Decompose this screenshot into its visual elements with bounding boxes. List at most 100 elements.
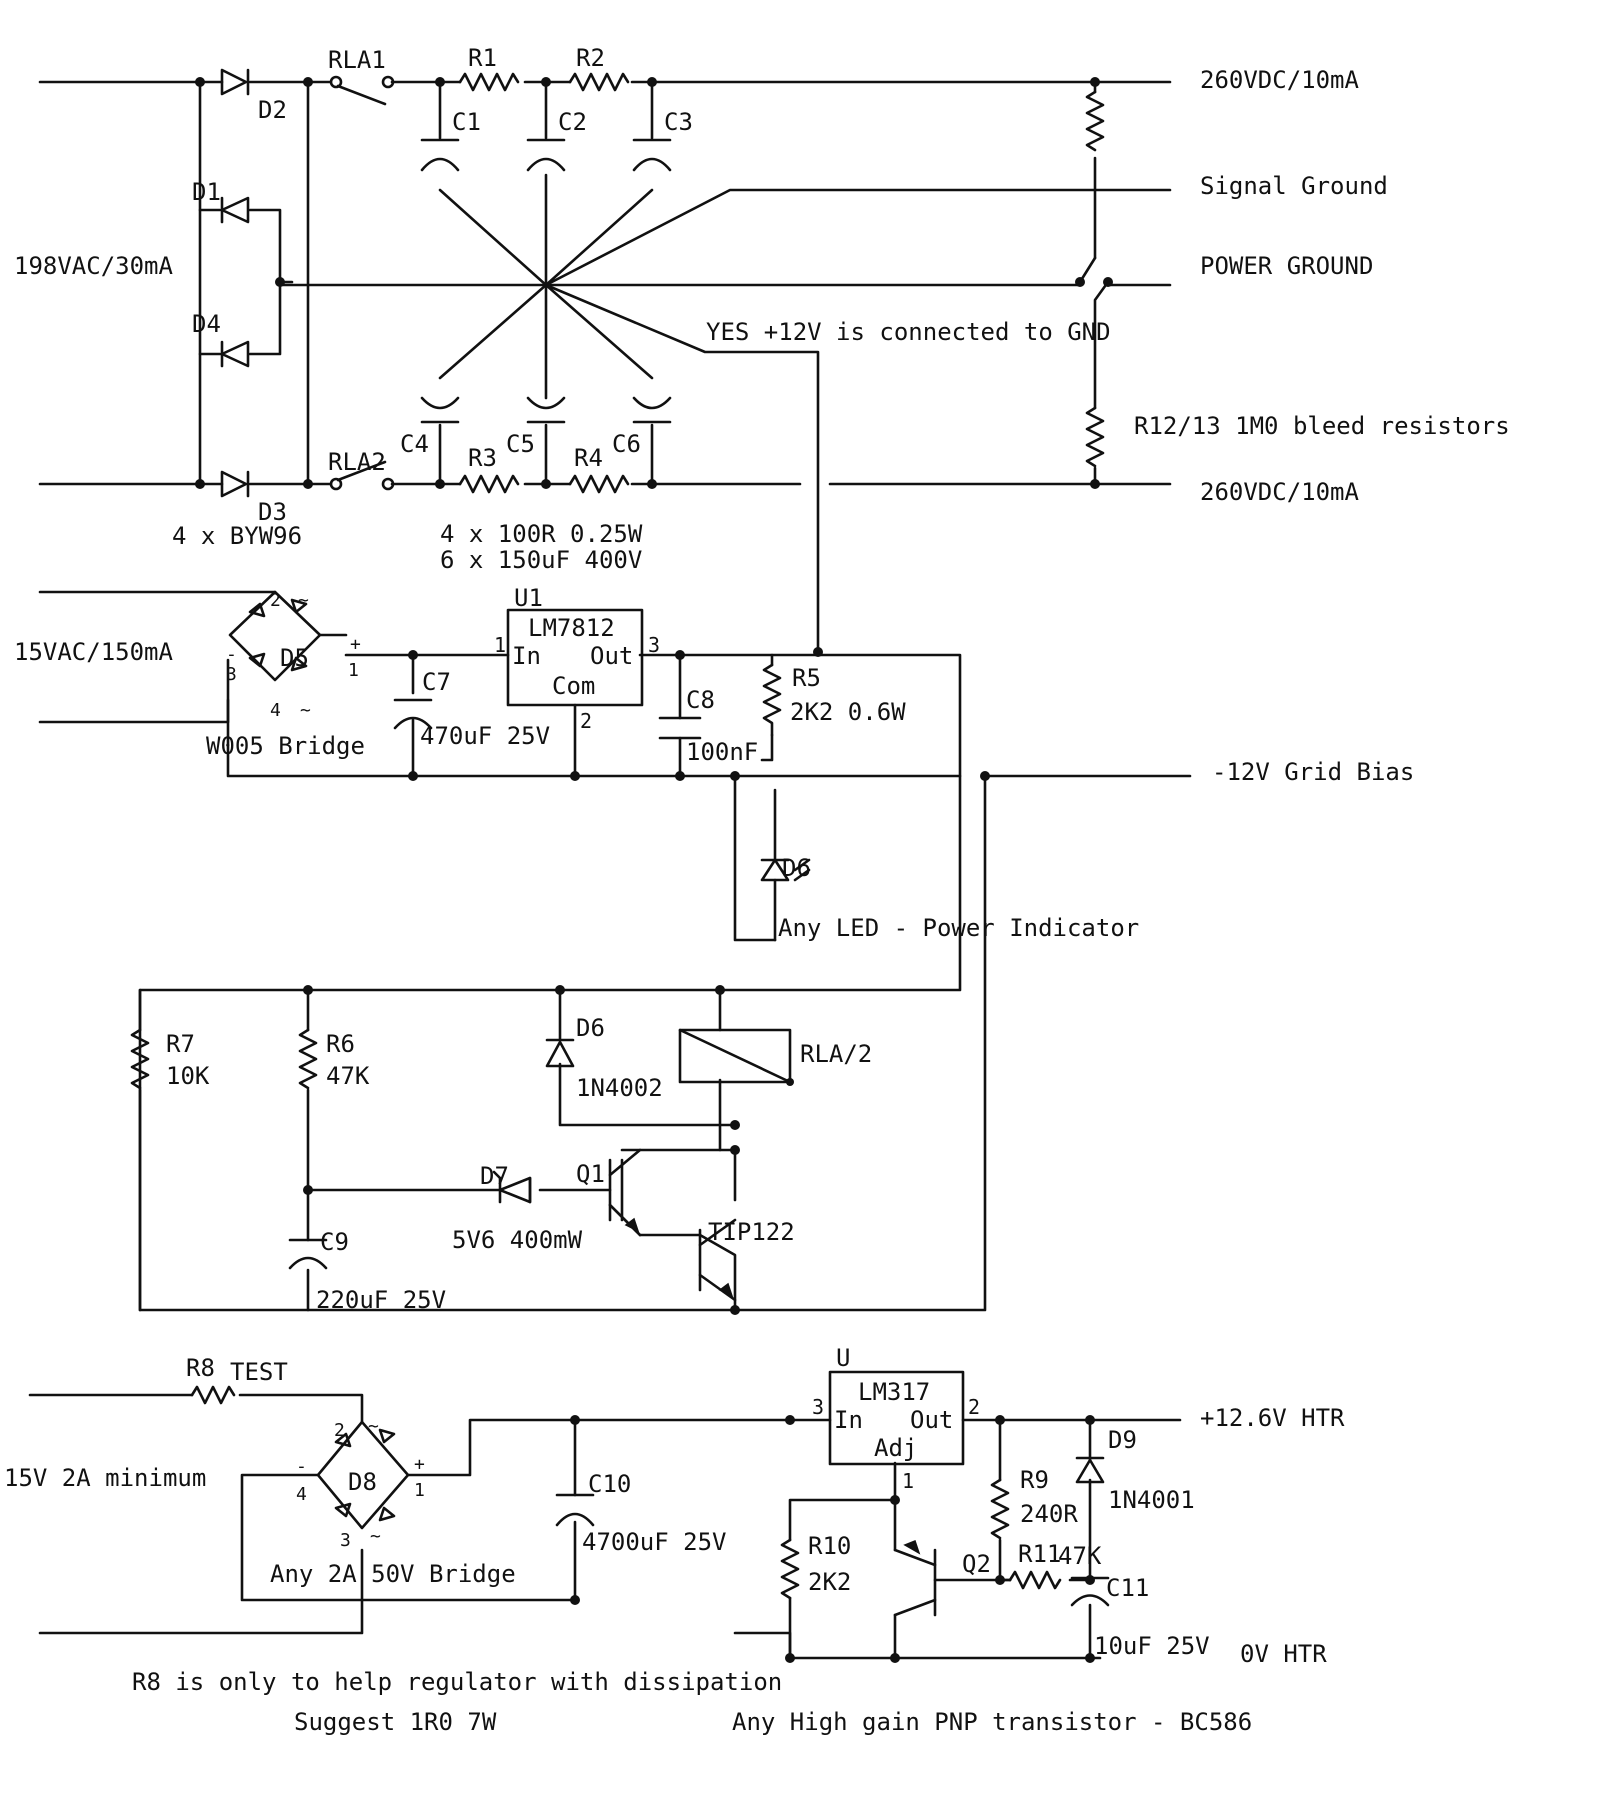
ref-c10: C10 — [588, 1470, 631, 1498]
d8-ac-b: ~ — [370, 1526, 381, 1547]
ref-r3: R3 — [468, 444, 497, 472]
diode-d6-1n4002 — [545, 1038, 575, 1068]
diode-d1-symbol — [220, 196, 250, 224]
bridge-d8-label: Any 2A 50V Bridge — [270, 1560, 516, 1588]
ref-r2: R2 — [576, 44, 605, 72]
ref-r11: R11 — [1018, 1540, 1061, 1568]
delay-wiring — [138, 988, 737, 1312]
r7-value: 10K — [166, 1062, 210, 1090]
u1-pin-out: Out — [590, 642, 633, 670]
u2-pin-out: Out — [910, 1406, 953, 1434]
resistor-r9 — [990, 1478, 1010, 1540]
bias-wiring — [38, 590, 1192, 1312]
ref-r7: R7 — [166, 1030, 195, 1058]
rail-bottom-label: 260VDC/10mA — [1200, 478, 1359, 506]
ref-rla2: RLA2 — [328, 448, 386, 476]
ref-d9: D9 — [1108, 1426, 1137, 1454]
bleed-note: R12/13 1M0 bleed resistors — [1134, 412, 1510, 440]
ref-u2: U — [836, 1344, 850, 1372]
d8-p2: 2 — [334, 1420, 345, 1441]
zener-d7-symbol — [492, 1170, 532, 1204]
resistor-r8 — [190, 1385, 236, 1405]
d9-part: 1N4001 — [1108, 1486, 1195, 1514]
capacitor-c1 — [420, 138, 460, 172]
capacitor-c8 — [658, 716, 702, 740]
d5-ac-b: ~ — [300, 700, 311, 721]
relay-contact-rla2 — [329, 460, 395, 491]
bias-components — [228, 590, 990, 882]
u1-pin-in: In — [512, 642, 541, 670]
capacitor-c2 — [526, 138, 566, 172]
r6-value: 47K — [326, 1062, 370, 1090]
d5-p2: 2 — [270, 590, 281, 611]
ref-r8: R8 — [186, 1354, 215, 1382]
hv-wiring — [38, 80, 1172, 654]
led-note: Any LED - Power Indicator — [778, 914, 1139, 942]
resistor-r4 — [568, 474, 630, 494]
u1-p2: 2 — [580, 709, 592, 733]
c7-value: 470uF 25V — [420, 722, 550, 750]
bridge-d5-symbol — [228, 590, 348, 682]
c10-value: 4700uF 25V — [582, 1528, 727, 1556]
resistor-r3 — [458, 474, 520, 494]
r5-value: 2K2 0.6W — [790, 698, 906, 726]
bridge-d8-symbol — [316, 1420, 410, 1530]
relay-coil-rla — [678, 1028, 794, 1086]
capacitor-c7 — [393, 698, 433, 730]
d5-minus: - — [226, 644, 237, 665]
ref-d4: D4 — [192, 310, 221, 338]
capacitor-c5 — [526, 396, 566, 424]
ac-heater-input-label: 15V 2A minimum — [4, 1464, 206, 1492]
ref-q1: Q1 — [576, 1160, 605, 1188]
capacitor-c6 — [632, 396, 672, 424]
ref-u1: U1 — [514, 584, 543, 612]
q1-part: TIP122 — [708, 1218, 795, 1246]
ref-q2: Q2 — [962, 1550, 991, 1578]
d5-p3: 3 — [226, 664, 237, 685]
capacitor-c4 — [420, 396, 460, 424]
hv-labels: RLA1 R1 R2 D2 C1 C2 C3 D1 198VAC/30mA D4… — [14, 44, 1510, 574]
ac-bias-input-label: 15VAC/150mA — [14, 638, 173, 666]
u2-p1: 1 — [902, 1469, 914, 1493]
resistor-bleed-bottom — [1085, 406, 1105, 468]
ref-c7: C7 — [422, 668, 451, 696]
capacitor-c10 — [555, 1493, 595, 1527]
regulator-u1-symbol — [506, 608, 644, 707]
ref-d1: D1 — [192, 178, 221, 206]
delay-labels: R7 10K R6 47K D6 1N4002 RLA/2 D7 5V6 400… — [166, 1014, 872, 1314]
zero-htr-label: 0V HTR — [1240, 1640, 1327, 1668]
resistor-r6 — [298, 1028, 318, 1090]
signal-ground-label: Signal Ground — [1200, 172, 1388, 200]
hv-components — [195, 68, 1113, 498]
capacitor-c9 — [288, 1238, 328, 1270]
d5-plus: + — [350, 634, 361, 655]
ref-c5: C5 — [506, 430, 535, 458]
r10-value: 2K2 — [808, 1568, 851, 1596]
ref-c3: C3 — [664, 108, 693, 136]
ref-d2: D2 — [258, 96, 287, 124]
resistor-r2 — [568, 72, 630, 92]
d8-plus: + — [414, 1454, 425, 1475]
resistor-r5 — [762, 663, 782, 737]
yes-note: YES +12V is connected to GND — [706, 318, 1111, 346]
ref-c6: C6 — [612, 430, 641, 458]
d8-minus: - — [296, 1456, 307, 1477]
r8-note: R8 is only to help regulator with dissip… — [132, 1668, 782, 1696]
u1-p3: 3 — [648, 633, 660, 657]
resistor-r7 — [130, 1028, 150, 1090]
heater-out-label: +12.6V HTR — [1200, 1404, 1345, 1432]
resistor-bleed-top — [1085, 90, 1105, 152]
ref-rla1: RLA1 — [328, 46, 386, 74]
ref-r1: R1 — [468, 44, 497, 72]
resistor-note: 4 x 100R 0.25W — [440, 520, 643, 548]
diode-d2-symbol — [220, 68, 250, 96]
transistor-q2-symbol — [893, 1540, 937, 1617]
u2-p3: 3 — [812, 1395, 824, 1419]
heater-labels: R8 TEST 15V 2A minimum 2 ~ - 4 D8 + 1 3 … — [4, 1344, 1345, 1736]
ref-d7: D7 — [480, 1162, 509, 1190]
led-d6-symbol — [760, 858, 811, 882]
ref-d8: D8 — [348, 1468, 377, 1496]
grid-bias-label: -12V Grid Bias — [1212, 758, 1414, 786]
d7-value: 5V6 400mW — [452, 1226, 583, 1254]
ref-c11: C11 — [1106, 1574, 1149, 1602]
